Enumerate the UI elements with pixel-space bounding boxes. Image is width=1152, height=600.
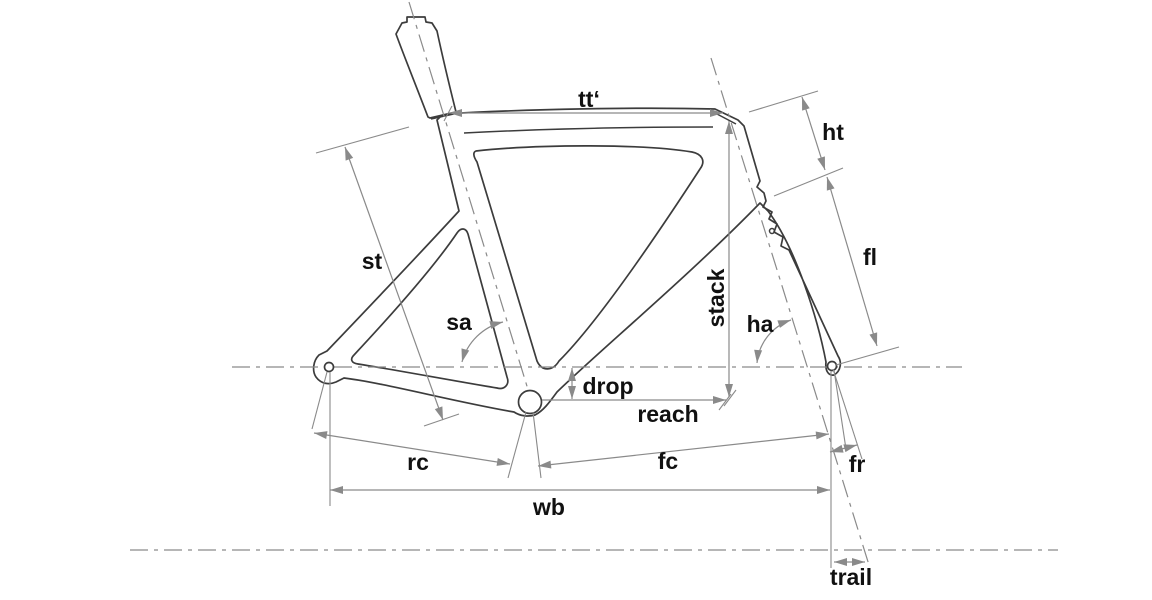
label-wb: wb — [532, 494, 565, 520]
front-axle-parallel-axis — [832, 368, 863, 460]
st-extension-top — [315, 126, 410, 154]
label-tt: tt‘ — [578, 86, 600, 112]
label-fr: fr — [849, 451, 866, 477]
st-dimension — [344, 146, 444, 421]
fl-extension-bottom — [835, 346, 900, 366]
top-tube-lower-edge — [463, 126, 714, 134]
label-fl: fl — [863, 244, 877, 270]
brake-mount-dot — [768, 227, 776, 235]
dimension-labels: tt‘ ht st fl sa stack ha drop reach rc f… — [362, 86, 877, 590]
rc-dimension — [313, 431, 511, 466]
seatpost — [395, 16, 457, 119]
construction-axes — [130, 1, 1058, 566]
fr-dimension — [829, 444, 858, 453]
label-fc: fc — [658, 448, 679, 474]
label-ht: ht — [822, 119, 844, 145]
label-stack: stack — [703, 268, 729, 327]
label-st: st — [362, 248, 383, 274]
bb-fan-left — [507, 411, 527, 479]
front-axle-fan — [833, 369, 847, 450]
rear-axle-fan-left — [311, 371, 328, 430]
rear-axle-hole — [323, 361, 335, 373]
stack-slash-tick — [723, 389, 737, 407]
steering-axis — [710, 57, 870, 566]
front-axle-hole — [826, 360, 838, 372]
pivot-points — [323, 227, 838, 415]
st-extension-bottom — [423, 413, 460, 427]
tt-slash-tick — [443, 105, 453, 122]
bike-frame-outline — [312, 16, 842, 417]
label-drop: drop — [582, 373, 633, 399]
ht-dimension — [801, 96, 826, 171]
ht-fl-extension-mid — [773, 167, 844, 197]
label-trail: trail — [830, 564, 872, 590]
ht-extension-top — [748, 90, 819, 113]
fl-dimension — [826, 176, 878, 347]
sa-angle-arc — [461, 321, 504, 363]
bottom-bracket-circle — [517, 389, 543, 415]
label-ha: ha — [747, 311, 774, 337]
seat-tube-axis — [408, 1, 531, 397]
label-sa: sa — [446, 309, 472, 335]
label-rc: rc — [407, 449, 429, 475]
main-triangle-cutout — [473, 145, 704, 370]
label-reach: reach — [637, 401, 698, 427]
bb-fan-right — [532, 411, 542, 479]
fc-dimension — [537, 431, 830, 469]
dimension-lines — [311, 90, 900, 568]
ha-angle-arc — [754, 319, 792, 364]
